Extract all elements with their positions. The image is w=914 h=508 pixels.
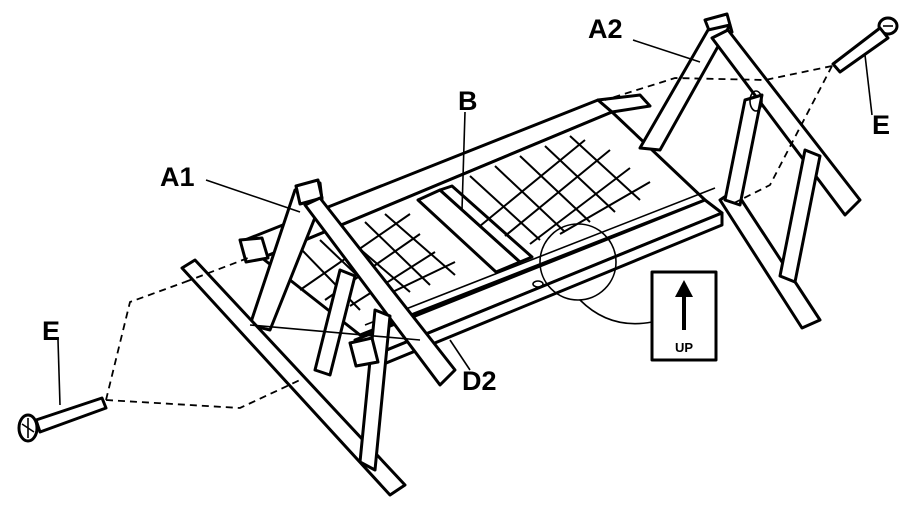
up-arrow-icon [675,280,693,297]
label-d2: D2 [462,366,497,396]
leg-assembly-a2 [638,12,862,330]
label-e-right: E [872,110,890,140]
detail-callout [532,223,653,325]
label-leaders [57,39,873,406]
screw-e-right [831,16,899,74]
label-a1: A1 [160,162,195,192]
label-b: B [458,86,478,116]
label-a2: A2 [588,14,623,44]
up-orientation-box: UP [650,270,718,362]
assembly-path-lines [105,65,833,409]
label-e-left: E [42,316,60,346]
screw-e-left [17,396,108,443]
leg-assembly-a1 [180,178,457,497]
up-text: UP [675,340,693,355]
